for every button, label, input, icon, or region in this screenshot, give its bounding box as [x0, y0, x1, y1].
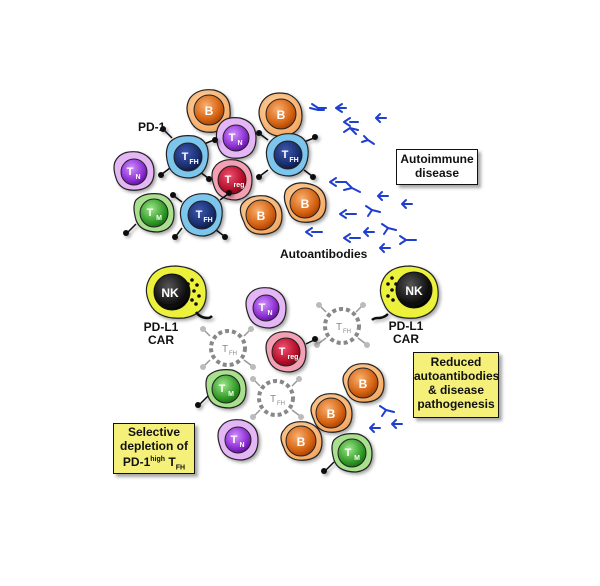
svg-text:N: N [237, 140, 242, 147]
b-cell-label: B [277, 108, 286, 122]
svg-text:FH: FH [229, 351, 237, 357]
svg-text:T: T [282, 149, 289, 161]
tm-cell: T M [321, 433, 373, 474]
svg-text:T: T [219, 383, 226, 395]
svg-text:M: M [354, 455, 360, 462]
svg-text:NK: NK [161, 286, 179, 300]
svg-text:T: T [147, 207, 154, 219]
svg-text:M: M [228, 391, 234, 398]
antibodies-top [305, 103, 417, 253]
svg-text:T: T [231, 434, 238, 446]
svg-text:reg: reg [288, 354, 299, 361]
svg-text:T: T [345, 447, 352, 459]
svg-text:T: T [222, 344, 228, 355]
pd1-label: PD-1 [138, 120, 166, 134]
reduced-autoantibodies-box: Reduced autoantibodies & disease pathoge… [413, 352, 499, 418]
svg-text:B: B [359, 377, 368, 391]
nk-cell-right: NK [371, 265, 439, 321]
svg-text:B: B [327, 407, 336, 421]
autoimmune-disease-box: Autoimmune disease [396, 149, 478, 185]
svg-text:T: T [225, 174, 232, 186]
svg-text:B: B [257, 209, 266, 223]
autoantibodies-label: Autoantibodies [280, 247, 368, 261]
b-cell: B [258, 92, 303, 137]
tm-cell: T M [195, 369, 247, 409]
b-cell: B [280, 421, 323, 461]
svg-text:T: T [196, 209, 203, 221]
tfh-cell: T FH [256, 130, 318, 180]
svg-text:FH: FH [203, 217, 212, 224]
b-cell: B [342, 363, 385, 403]
selective-depletion-box: Selective depletion of PD-1high TFH [113, 423, 195, 474]
tfh-cell: T FH [158, 126, 218, 182]
svg-text:T: T [279, 346, 286, 358]
svg-text:N: N [135, 174, 140, 181]
svg-text:FH: FH [277, 401, 285, 407]
svg-text:M: M [156, 215, 162, 222]
svg-text:FH: FH [189, 159, 198, 166]
dying-tfh-cell: T FH [314, 302, 370, 348]
tm-cell: T M [123, 193, 175, 236]
svg-text:reg: reg [234, 182, 245, 189]
antibodies-bottom [369, 405, 403, 433]
svg-text:T: T [259, 302, 266, 314]
treg-cell: T reg [211, 159, 253, 201]
b-cell-label: B [205, 104, 214, 118]
svg-text:NK: NK [405, 284, 423, 298]
svg-text:T: T [127, 166, 134, 178]
b-cell: B [283, 182, 327, 223]
svg-text:FH: FH [343, 329, 351, 335]
nk-cell-left: NK [145, 265, 213, 320]
svg-text:FH: FH [289, 157, 298, 164]
b-cell: B [239, 195, 283, 235]
svg-text:T: T [270, 394, 276, 405]
svg-text:B: B [301, 197, 310, 211]
dying-tfh-cell: T FH [250, 376, 304, 420]
svg-text:N: N [239, 442, 244, 449]
svg-text:N: N [267, 310, 272, 317]
tn-label: T [229, 132, 236, 144]
tfh-cell: T FH [170, 190, 232, 240]
svg-text:T: T [336, 322, 342, 333]
dying-tfh-cell: T FH [200, 326, 256, 370]
tn-cell: T N [217, 419, 259, 461]
svg-text:T: T [182, 151, 189, 163]
tn-cell: T N [215, 117, 257, 159]
b-cell: B [310, 393, 353, 433]
tn-cell: T N [113, 151, 155, 191]
tn-cell: T N [245, 287, 287, 329]
svg-text:B: B [297, 435, 306, 449]
treg-cell: T reg [265, 331, 318, 373]
